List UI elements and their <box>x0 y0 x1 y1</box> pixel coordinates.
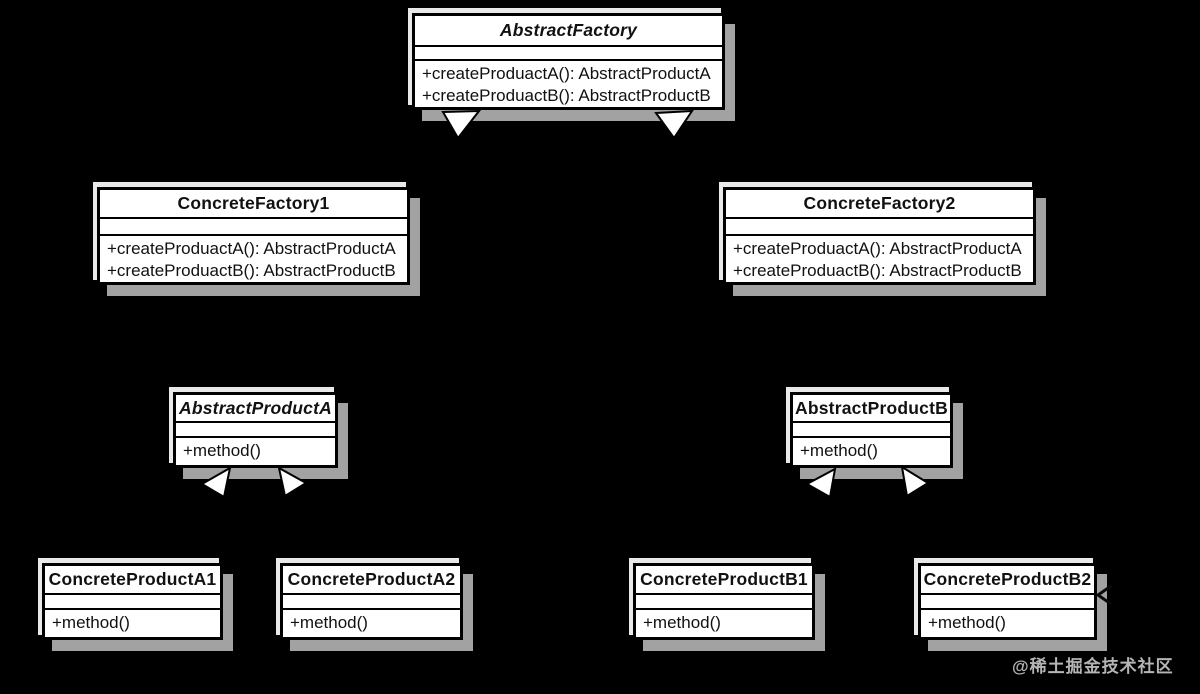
generalization-arrowhead-icon <box>654 109 694 140</box>
class-methods-compartment: +createProduactA(): AbstractProductA +cr… <box>726 236 1033 282</box>
class-attributes-compartment <box>283 595 460 610</box>
class-box-abstract-factory: AbstractFactory +createProduactA(): Abst… <box>412 13 725 110</box>
class-box-concrete-product-a1: ConcreteProductA1 +method() <box>42 563 223 640</box>
class-name: ConcreteProductB2 <box>921 566 1094 595</box>
class-methods-compartment: +method() <box>283 610 460 637</box>
method-label: +createProduactB(): AbstractProductB <box>422 86 711 105</box>
class-box-abstract-product-a: AbstractProductA +method() <box>173 392 338 468</box>
class-attributes-compartment <box>415 47 722 61</box>
class-methods-compartment: +createProduactA(): AbstractProductA +cr… <box>415 61 722 107</box>
class-name: AbstractFactory <box>415 16 722 47</box>
class-attributes-compartment <box>100 219 407 236</box>
class-methods-compartment: +method() <box>793 438 950 465</box>
class-name: ConcreteFactory2 <box>726 190 1033 219</box>
class-box-concrete-product-b2: ConcreteProductB2 +method() <box>918 563 1097 640</box>
class-attributes-compartment <box>45 595 220 610</box>
generalization-arrowhead-icon <box>900 464 930 498</box>
class-methods-compartment: +method() <box>45 610 220 637</box>
class-box-concrete-factory-1: ConcreteFactory1 +createProduactA(): Abs… <box>97 187 410 285</box>
watermark: @稀土掘金技术社区 <box>1012 657 1174 676</box>
method-label: +method() <box>928 613 1006 632</box>
class-name: AbstractProductB <box>793 395 950 423</box>
method-label: +createProduactA(): AbstractProductA <box>733 239 1022 258</box>
method-label: +method() <box>52 613 130 632</box>
class-box-concrete-product-b1: ConcreteProductB1 +method() <box>633 563 815 640</box>
method-label: +createProduactA(): AbstractProductA <box>422 64 711 83</box>
class-box-concrete-product-a2: ConcreteProductA2 +method() <box>280 563 463 640</box>
class-name: ConcreteProductB1 <box>636 566 812 595</box>
class-methods-compartment: +createProduactA(): AbstractProductA +cr… <box>100 236 407 282</box>
dependency-arrowhead-icon <box>1095 584 1112 606</box>
class-name: ConcreteProductA1 <box>45 566 220 595</box>
class-attributes-compartment <box>176 423 335 438</box>
class-attributes-compartment <box>726 219 1033 236</box>
method-label: +method() <box>643 613 721 632</box>
method-label: +method() <box>800 441 878 460</box>
class-name: ConcreteFactory1 <box>100 190 407 219</box>
generalization-arrowhead-icon <box>277 466 308 498</box>
class-box-concrete-factory-2: ConcreteFactory2 +createProduactA(): Abs… <box>723 187 1036 285</box>
generalization-arrowhead-icon <box>200 466 232 499</box>
class-methods-compartment: +method() <box>921 610 1094 637</box>
method-label: +method() <box>183 441 261 460</box>
method-label: +createProduactA(): AbstractProductA <box>107 239 396 258</box>
method-label: +createProduactB(): AbstractProductB <box>107 261 396 280</box>
generalization-arrowhead-icon <box>804 467 837 499</box>
class-attributes-compartment <box>921 595 1094 610</box>
class-name: ConcreteProductA2 <box>283 566 460 595</box>
class-methods-compartment: +method() <box>636 610 812 637</box>
class-box-abstract-product-b: AbstractProductB +method() <box>790 392 953 468</box>
class-name: AbstractProductA <box>176 395 335 423</box>
method-label: +createProduactB(): AbstractProductB <box>733 261 1022 280</box>
generalization-arrowhead-icon <box>441 109 482 140</box>
class-attributes-compartment <box>793 423 950 438</box>
class-methods-compartment: +method() <box>176 438 335 465</box>
method-label: +method() <box>290 613 368 632</box>
class-attributes-compartment <box>636 595 812 610</box>
